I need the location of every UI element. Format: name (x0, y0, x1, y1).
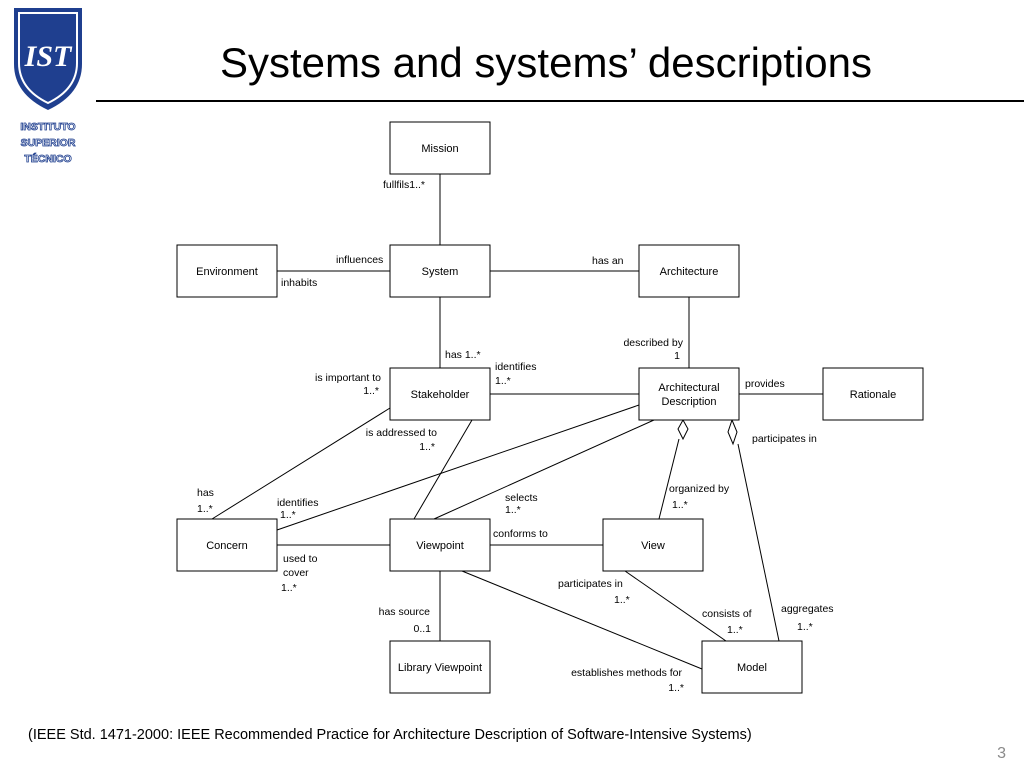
label-establishes-methods-for: establishes methods for (571, 667, 682, 679)
label-is-important-to: is important to (315, 372, 381, 384)
label-participates-in-rationale: participates in (752, 433, 817, 445)
label-has-concern: has (197, 487, 214, 499)
label-is-important-to-mult: 1..* (363, 385, 379, 397)
label-participates-in-view: participates in (558, 578, 623, 590)
label-selects-mult: 1..* (505, 504, 521, 516)
class-concern: Concern (176, 518, 278, 572)
assoc-description-viewpoint (433, 419, 655, 520)
label-has-stakeholder: has 1..* (445, 349, 481, 361)
label-used-to-cover-2: cover (283, 567, 309, 579)
logo-line-3: TÉCNICO (24, 152, 71, 165)
assoc-description-view (658, 438, 680, 520)
assoc-description-concern (276, 404, 640, 531)
label-identifies-concern-mult: 1..* (280, 509, 296, 521)
label-has-concern-mult: 1..* (197, 503, 213, 515)
label-is-addressed-to: is addressed to (366, 427, 437, 439)
class-viewpoint-label: Viewpoint (416, 540, 464, 552)
label-aggregates: aggregates (781, 603, 834, 615)
class-stakeholder: Stakeholder (389, 367, 491, 421)
ist-shield-icon (14, 8, 82, 110)
label-organized-by: organized by (669, 483, 730, 495)
ist-logo: IST INSTITUTO SUPERIOR TÉCNICO (14, 8, 82, 165)
page-number: 3 (997, 745, 1006, 762)
citation-footer: (IEEE Std. 1471-2000: IEEE Recommended P… (28, 727, 752, 743)
class-architectural-description-label-1: Architectural (658, 382, 719, 394)
label-described-by-mult: 1 (674, 350, 680, 362)
label-has-an: has an (592, 255, 624, 267)
label-selects: selects (505, 492, 538, 504)
label-conforms-to: conforms to (493, 528, 548, 540)
label-provides: provides (745, 378, 785, 390)
label-inhabits: inhabits (281, 277, 317, 289)
class-concern-label: Concern (206, 540, 248, 552)
label-influences: influences (336, 254, 383, 266)
class-environment-label: Environment (196, 266, 258, 278)
class-architecture-label: Architecture (660, 266, 719, 278)
label-consists-of-mult: 1..* (727, 624, 743, 636)
assoc-stakeholder-concern (211, 407, 391, 520)
association-labels: fullfils1..* influences inhabits has an … (197, 179, 834, 694)
class-model: Model (701, 640, 803, 694)
label-is-addressed-to-mult: 1..* (419, 441, 435, 453)
class-model-label: Model (737, 662, 767, 674)
label-has-source-mult: 0..1 (413, 623, 431, 635)
assoc-viewpoint-model (461, 570, 703, 670)
class-mission-label: Mission (421, 143, 458, 155)
logo-line-1: INSTITUTO (20, 121, 75, 133)
class-system: System (389, 244, 491, 298)
aggregation-diamond-view (677, 418, 689, 441)
class-stakeholder-label: Stakeholder (411, 389, 470, 401)
class-mission: Mission (389, 121, 491, 175)
label-identifies-stakeholder-mult: 1..* (495, 375, 511, 387)
class-architectural-description: Architectural Description (638, 367, 740, 421)
assoc-view-model (624, 570, 727, 642)
class-architectural-description-label-2: Description (661, 396, 716, 408)
label-organized-by-mult: 1..* (672, 499, 688, 511)
class-rationale-label: Rationale (850, 389, 896, 401)
associations (211, 174, 823, 670)
assoc-description-model (737, 443, 780, 642)
label-identifies-concern: identifies (277, 497, 318, 509)
class-environment: Environment (176, 244, 278, 298)
class-library-viewpoint-label: Library Viewpoint (398, 662, 482, 674)
class-view: View (602, 518, 704, 572)
logo-monogram: IST (24, 40, 73, 73)
class-viewpoint: Viewpoint (389, 518, 491, 572)
label-has-source: has source (379, 606, 431, 618)
assoc-stakeholder-viewpoint (413, 419, 473, 520)
label-fulfils: fullfils1..* (383, 179, 425, 191)
title-divider (96, 100, 1024, 102)
class-library-viewpoint: Library Viewpoint (389, 640, 491, 694)
class-rationale: Rationale (822, 367, 924, 421)
logo-line-2: SUPERIOR (21, 137, 76, 149)
slide-title: Systems and systems’ descriptions (219, 39, 872, 86)
label-described-by: described by (623, 337, 683, 349)
class-view-label: View (641, 540, 665, 552)
label-identifies-stakeholder: identifies (495, 361, 536, 373)
class-system-label: System (422, 266, 459, 278)
label-used-to-cover-1: used to (283, 553, 318, 565)
label-consists-of: consists of (702, 608, 752, 620)
label-used-to-cover-mult: 1..* (281, 582, 297, 594)
class-architecture: Architecture (638, 244, 740, 298)
label-participates-in-view-mult: 1..* (614, 594, 630, 606)
label-establishes-methods-for-mult: 1..* (668, 682, 684, 694)
aggregation-diamond-model (727, 418, 738, 446)
label-aggregates-mult: 1..* (797, 621, 813, 633)
